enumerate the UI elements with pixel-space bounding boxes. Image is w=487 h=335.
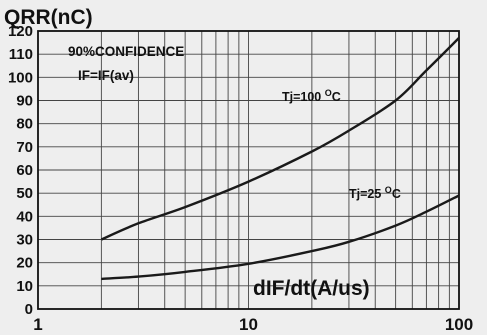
series-layer	[100, 37, 460, 281]
y-tick-label: 100	[8, 69, 33, 86]
plot-frame	[37, 30, 460, 310]
series-line-tj100	[100, 37, 460, 241]
series-label-tj100-main: Tj=100	[282, 90, 325, 104]
series-label-tj25-unit: C	[392, 187, 401, 201]
y-tick-label: 120	[8, 23, 33, 40]
y-tick-label: 60	[16, 162, 33, 179]
series-label-tj100: Tj=100 OC	[282, 88, 341, 104]
annotation-if: IF=IF(av)	[78, 68, 134, 83]
series-label-tj100-unit: C	[332, 90, 341, 104]
x-tick-label: 1	[33, 315, 42, 334]
series-label-tj100-degree: O	[325, 88, 332, 98]
y-tick-label: 0	[25, 301, 33, 318]
y-tick-label: 70	[16, 139, 33, 156]
y-tick-label: 80	[16, 116, 33, 133]
series-label-tj25-degree: O	[385, 185, 392, 195]
x-tick-label: 10	[239, 315, 258, 334]
y-tick-labels: 0 10 20 30 40 50 60 70 80 90 100 110 120	[8, 23, 33, 318]
y-tick-label: 20	[16, 255, 33, 272]
grid	[38, 31, 459, 309]
y-tick-label: 30	[16, 232, 33, 249]
chart-title: QRR(nC)	[4, 6, 93, 29]
x-axis-label: dIF/dt(A/us)	[253, 277, 370, 300]
series-line-tj25	[101, 194, 460, 281]
series-label-tj25-main: Tj=25	[349, 187, 385, 201]
y-tick-label: 90	[16, 93, 33, 110]
y-tick-label: 40	[16, 208, 33, 225]
y-tick-label: 50	[16, 185, 33, 202]
series-label-tj25: Tj=25 OC	[349, 185, 401, 201]
x-tick-labels: 1 10 100	[33, 315, 473, 334]
x-tick-label: 100	[445, 315, 473, 334]
annotation-confidence: 90%CONFIDENCE	[68, 44, 184, 59]
y-tick-label: 110	[9, 46, 33, 63]
y-tick-label: 10	[16, 278, 33, 295]
